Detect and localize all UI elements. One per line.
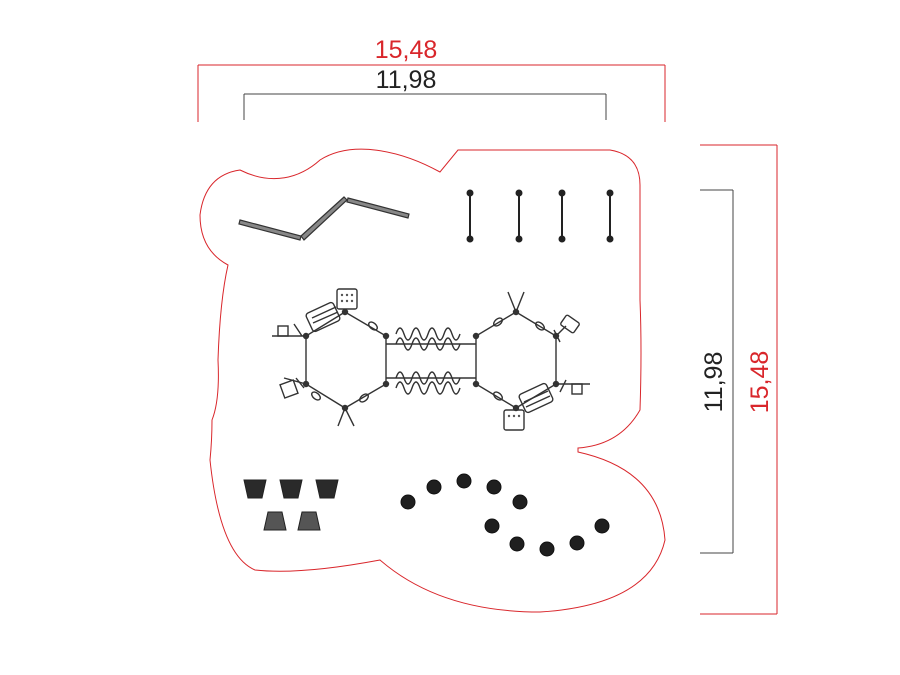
central-structure [272,288,590,431]
beam-segment [346,197,410,219]
dimension-outer-width: 15,48 [197,36,666,122]
stone [484,518,500,534]
dimension-inner-height: 11,98 [700,189,734,554]
stepping-stones [400,473,610,557]
stone [539,541,555,557]
dimension-outer-height: 15,48 [700,144,778,615]
block [279,479,303,499]
beam-segment [238,219,302,241]
stone [594,518,610,534]
block [263,511,287,531]
stone [400,494,416,510]
stone [426,479,442,495]
vertical-posts [466,189,614,243]
rope-bridge [386,327,476,395]
right-attachments [493,291,590,431]
block [297,511,321,531]
stone [509,536,525,552]
outer-height-label: 15,48 [746,351,774,414]
safety-zone-outline [199,148,666,613]
post [466,189,474,243]
post [558,189,566,243]
beam-segment [300,196,348,241]
block [243,479,267,499]
post [515,189,523,243]
stone [456,473,472,489]
stone [569,535,585,551]
left-attachments [272,288,378,427]
block [315,479,339,499]
stone [512,494,528,510]
dimension-inner-width: 11,98 [243,66,607,120]
structure-joints [302,308,560,412]
inner-width-label: 11,98 [376,66,437,94]
inner-height-label: 11,98 [700,352,728,413]
balance-beam-zigzag [238,196,410,241]
post [606,189,614,243]
stone [486,479,502,495]
outer-width-label: 15,48 [375,36,438,64]
trapezoid-blocks [243,479,339,531]
